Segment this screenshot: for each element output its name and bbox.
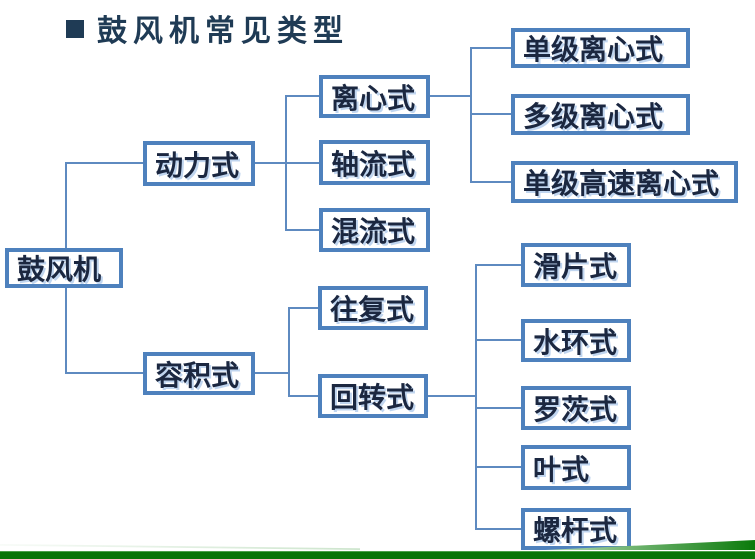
tree-node-screw: 螺杆式 bbox=[521, 508, 631, 550]
page-title: 鼓风机常见类型 bbox=[97, 14, 349, 49]
connector-line bbox=[288, 307, 318, 309]
tree-node-vane: 叶式 bbox=[521, 445, 631, 490]
tree-node-axial-flow: 轴流式 bbox=[319, 140, 430, 185]
tree-node-centrifugal: 离心式 bbox=[319, 75, 430, 118]
slide-title: 鼓风机常见类型 bbox=[66, 10, 349, 49]
tree-node-rotary: 回转式 bbox=[318, 374, 428, 418]
square-bullet-icon bbox=[66, 20, 84, 38]
footer-light-diagonal bbox=[0, 544, 360, 550]
tree-node-water-ring: 水环式 bbox=[521, 319, 631, 362]
connector-line bbox=[255, 372, 289, 374]
connector-line bbox=[470, 48, 472, 182]
connector-line bbox=[475, 528, 521, 530]
connector-line bbox=[65, 162, 143, 164]
connector-line bbox=[475, 466, 521, 468]
connector-line bbox=[475, 264, 521, 266]
connector-line bbox=[428, 395, 476, 397]
connector-line bbox=[430, 95, 471, 97]
tree-node-multi-stage-centrifugal: 多级离心式 bbox=[511, 94, 690, 135]
connector-line bbox=[255, 162, 319, 164]
connector-line bbox=[475, 265, 477, 529]
tree-node-dynamic-type: 动力式 bbox=[143, 141, 255, 186]
connector-line bbox=[470, 113, 511, 115]
connector-line bbox=[475, 407, 521, 409]
tree-node-sliding-vane: 滑片式 bbox=[521, 243, 631, 287]
footer-green-bar bbox=[0, 551, 755, 559]
tree-node-positive-displacement: 容积式 bbox=[143, 352, 255, 395]
connector-line bbox=[285, 229, 319, 231]
connector-line bbox=[288, 395, 318, 397]
connector-line bbox=[470, 47, 511, 49]
tree-node-reciprocating: 往复式 bbox=[318, 286, 428, 330]
tree-node-single-stage-high-speed: 单级高速离心式 bbox=[511, 161, 738, 203]
tree-node-single-stage-centrifugal: 单级离心式 bbox=[511, 28, 690, 68]
connector-line bbox=[65, 372, 143, 374]
tree-node-blower: 鼓风机 bbox=[5, 248, 123, 288]
connector-line bbox=[288, 308, 290, 396]
tree-node-mixed-flow: 混流式 bbox=[319, 208, 430, 252]
connector-line bbox=[475, 339, 521, 341]
tree-node-roots: 罗茨式 bbox=[521, 386, 631, 430]
footer-green-wedge bbox=[545, 540, 755, 550]
connector-line bbox=[285, 95, 319, 97]
connector-line bbox=[470, 181, 511, 183]
